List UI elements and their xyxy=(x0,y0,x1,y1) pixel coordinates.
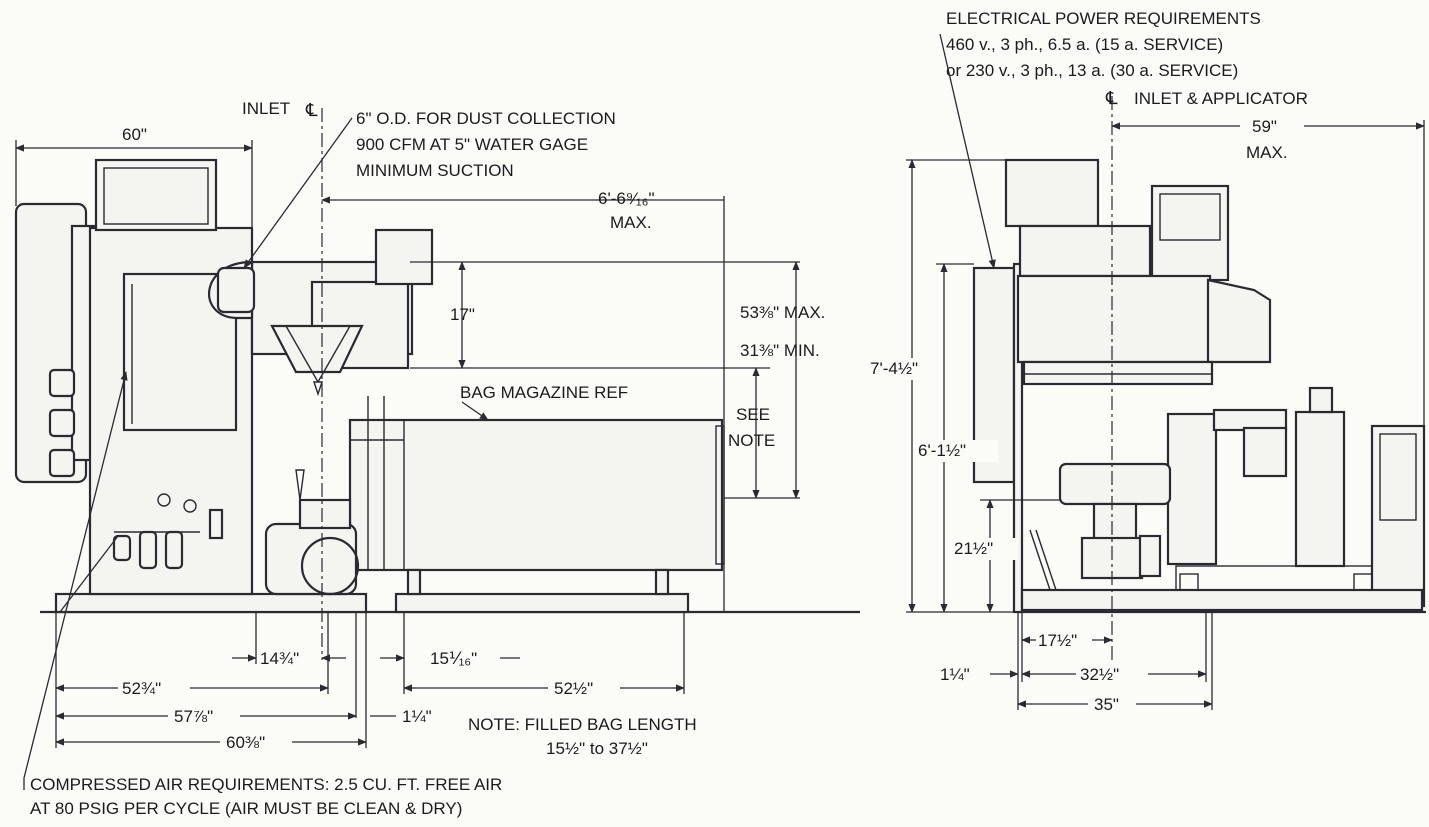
dim-1-right: 1¼" xyxy=(940,665,970,684)
dim-35: 35" xyxy=(1094,695,1119,714)
dim-17-right: 17½" xyxy=(1038,631,1077,650)
dim-7: 7'-4½" xyxy=(870,359,918,378)
right-view-machine xyxy=(972,158,1426,614)
dust-note-line-3: MINIMUM SUCTION xyxy=(356,161,514,180)
dim-15: 15⅟₁₆" xyxy=(430,649,477,668)
note-line-2: 15½" to 37½" xyxy=(546,739,648,758)
dim-32: 32½" xyxy=(1080,665,1119,684)
dim-52a: 52¾" xyxy=(122,679,161,698)
dim-height-max-label: MAX. xyxy=(610,213,652,232)
elec-line-3: or 230 v., 3 ph., 13 a. (30 a. SERVICE) xyxy=(946,61,1238,80)
dust-note-line-2: 900 CFM AT 5" WATER GAGE xyxy=(356,135,588,154)
left-view-dimensions: INLET ℄ 6" O.D. FOR DUST COLLECTION 900 … xyxy=(15,99,825,818)
dust-note-line-1: 6" O.D. FOR DUST COLLECTION xyxy=(356,109,616,128)
svg-text:℄: ℄ xyxy=(305,100,318,120)
svg-text:℄: ℄ xyxy=(1105,88,1118,108)
air-req-line-2: AT 80 PSIG PER CYCLE (AIR MUST BE CLEAN … xyxy=(30,799,462,818)
see-note-2: NOTE xyxy=(728,431,775,450)
inlet-applicator-label: INLET & APPLICATOR xyxy=(1134,89,1308,108)
elec-line-1: ELECTRICAL POWER REQUIREMENTS xyxy=(946,9,1261,28)
dim-height-max: 6'-6⁹⁄₁₆" xyxy=(598,189,655,208)
dim-60-top: 60" xyxy=(122,125,147,144)
dim-52b: 52½" xyxy=(554,679,593,698)
see-note-1: SEE xyxy=(736,405,770,424)
dim-59: 59" xyxy=(1252,117,1277,136)
dim-57: 57⅞" xyxy=(174,707,213,726)
dim-min: 31⅜" MIN. xyxy=(740,341,820,360)
left-view-machine xyxy=(14,158,860,614)
dim-max: 53⅜" MAX. xyxy=(740,303,825,322)
right-view-dimensions: ELECTRICAL POWER REQUIREMENTS 460 v., 3 … xyxy=(870,9,1425,714)
bag-magazine-label: BAG MAGAZINE REF xyxy=(460,383,628,402)
air-filters xyxy=(112,493,224,570)
dim-21: 21½" xyxy=(954,539,993,558)
air-req-line-1: COMPRESSED AIR REQUIREMENTS: 2.5 CU. FT.… xyxy=(30,775,502,794)
centerline-icon: ℄ xyxy=(305,100,318,120)
note-line-1: NOTE: FILLED BAG LENGTH xyxy=(468,715,697,734)
dim-60: 60⅜" xyxy=(226,733,265,752)
dim-14: 14¾" xyxy=(260,649,299,668)
dim-59-label: MAX. xyxy=(1246,143,1288,162)
dim-17: 17" xyxy=(450,305,475,324)
inlet-label: INLET xyxy=(242,99,290,118)
dim-6: 6'-1½" xyxy=(918,441,966,460)
centerline-icon: ℄ xyxy=(1105,88,1118,108)
dim-1a: 1¼" xyxy=(402,707,432,726)
elec-line-2: 460 v., 3 ph., 6.5 a. (15 a. SERVICE) xyxy=(946,35,1223,54)
